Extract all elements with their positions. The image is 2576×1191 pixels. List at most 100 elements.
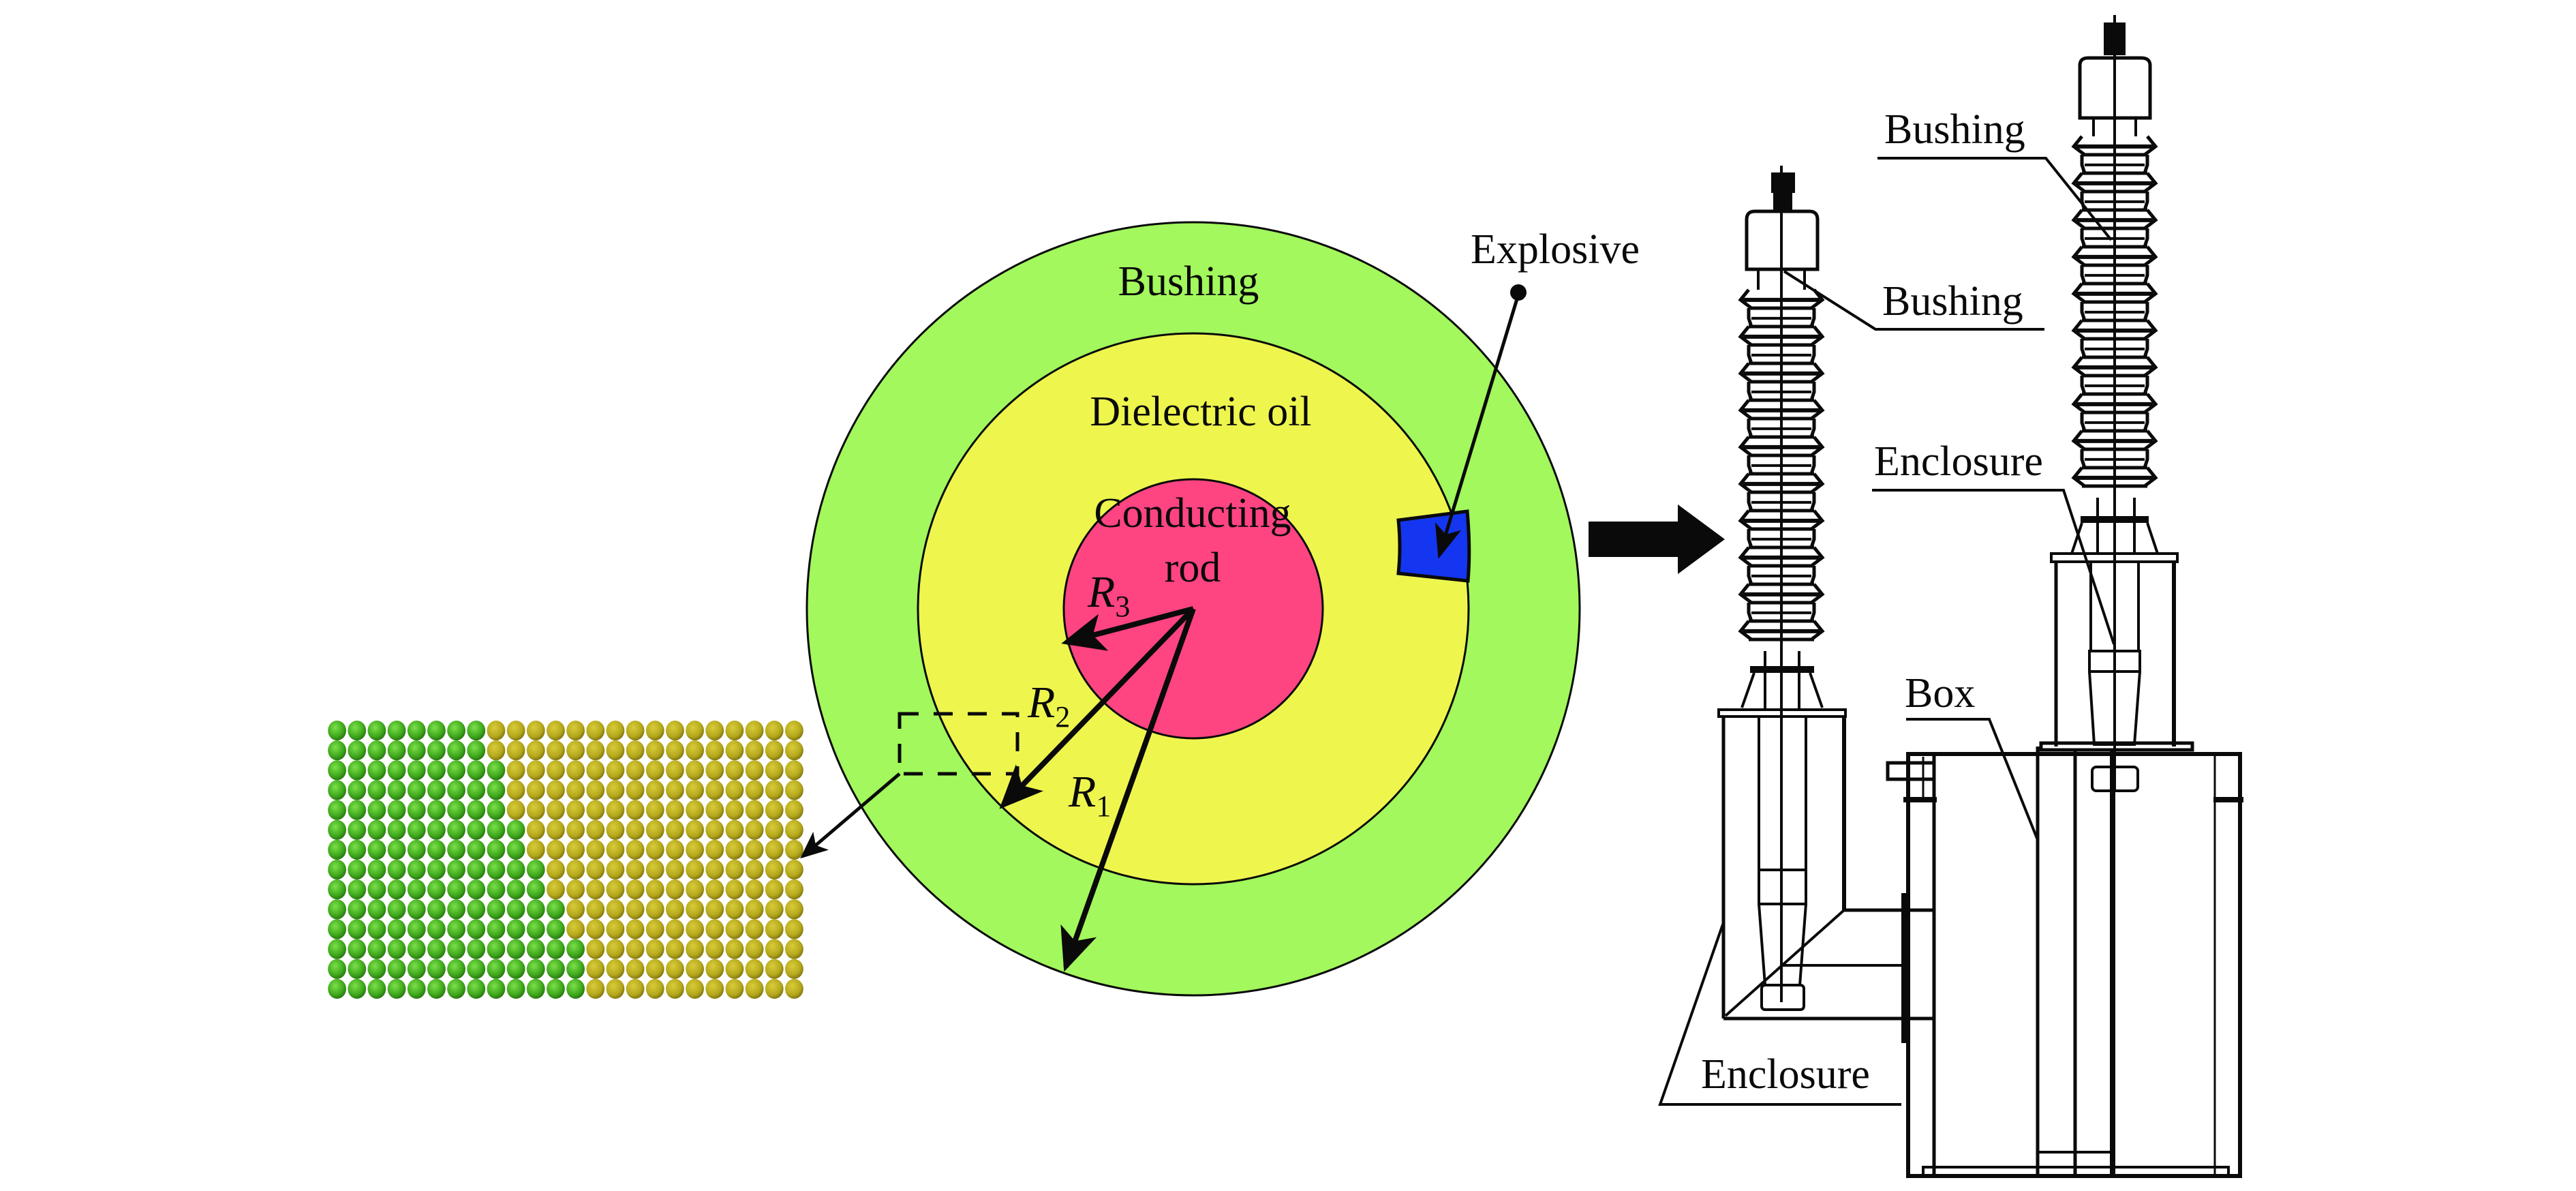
particle-oil: [686, 899, 704, 920]
particle-bushing: [348, 721, 367, 741]
shed: [1738, 362, 1825, 383]
particle-oil: [606, 800, 625, 820]
particle-oil: [566, 740, 585, 761]
particle-bushing: [348, 860, 367, 880]
particle-bushing: [427, 819, 446, 840]
particle-oil: [566, 819, 585, 840]
shed: [2071, 429, 2158, 451]
particle-oil: [666, 959, 684, 979]
particle-oil: [606, 839, 625, 860]
particle-oil: [566, 760, 585, 781]
particle-bushing: [348, 959, 367, 979]
particle-oil: [725, 978, 744, 999]
particle-oil: [606, 879, 625, 900]
particle-oil: [765, 978, 784, 999]
particle-bushing: [467, 919, 486, 939]
particle-oil: [785, 939, 803, 959]
particle-oil: [725, 839, 744, 860]
particle-bushing: [367, 839, 386, 860]
particle-oil: [725, 819, 744, 840]
particle-bushing: [467, 978, 486, 999]
particle-oil: [686, 760, 704, 781]
particle-bushing: [348, 760, 367, 781]
particle-oil: [745, 899, 764, 920]
particle-bushing: [526, 919, 545, 939]
particle-bushing: [447, 760, 465, 781]
particle-oil: [506, 780, 525, 800]
particle-oil: [705, 879, 724, 900]
particle-bushing: [467, 899, 486, 920]
particle-bushing: [447, 800, 465, 820]
particle-bushing: [427, 839, 446, 860]
shed: [1738, 583, 1825, 604]
particle-bushing: [506, 939, 525, 959]
zoom-region-box: [898, 712, 1019, 776]
explosive-block: [1396, 509, 1471, 583]
particle-oil: [586, 740, 605, 761]
particle-oil: [586, 860, 605, 880]
particle-bushing: [387, 839, 406, 860]
particle-oil: [765, 740, 784, 761]
particle-oil: [626, 899, 645, 920]
particle-oil: [725, 939, 744, 959]
particle-oil: [765, 939, 784, 959]
particle-oil: [765, 879, 784, 900]
shed: [1747, 529, 1816, 548]
particle-bushing: [467, 800, 486, 820]
particle-oil: [487, 721, 506, 741]
shed: [2080, 449, 2149, 468]
leader-bushing-lower: [1783, 270, 2044, 331]
particle-oil: [626, 800, 645, 820]
particle-bushing: [367, 879, 386, 900]
particle-oil: [626, 819, 645, 840]
particle-bushing: [367, 939, 386, 959]
particle-bushing: [487, 839, 506, 860]
radius-r2-arrow: [999, 607, 1195, 809]
explosive-label: Explosive: [1471, 226, 1640, 273]
shed: [2071, 282, 2158, 303]
particle-oil: [745, 879, 764, 900]
particle-bushing: [566, 959, 585, 979]
particle-oil: [566, 780, 585, 800]
particle-oil: [645, 780, 664, 800]
particle-oil: [666, 780, 684, 800]
particle-bushing: [467, 860, 486, 880]
particle-bushing: [526, 899, 545, 920]
particle-oil: [645, 860, 664, 880]
particle-oil: [666, 860, 684, 880]
shed: [1738, 472, 1825, 494]
particle-oil: [745, 919, 764, 939]
particle-oil: [705, 899, 724, 920]
particle-oil: [645, 721, 664, 741]
particle-bushing: [407, 760, 426, 781]
particle-oil: [506, 760, 525, 781]
enclosure-label-upper: Enclosure: [1874, 438, 2043, 485]
particle-oil: [586, 721, 605, 741]
particle-bushing: [367, 800, 386, 820]
particle-bushing: [487, 899, 506, 920]
shed: [2080, 265, 2149, 284]
particle-bushing: [506, 839, 525, 860]
particle-oil: [745, 939, 764, 959]
particle-bushing: [467, 819, 486, 840]
particle-oil: [666, 740, 684, 761]
particle-bushing: [387, 800, 406, 820]
particle-bushing: [328, 760, 347, 781]
shed: [1747, 345, 1816, 364]
particle-oil: [686, 721, 704, 741]
shed: [2080, 155, 2149, 174]
particle-bushing: [407, 919, 426, 939]
particle-oil: [606, 899, 625, 920]
particle-oil: [686, 780, 704, 800]
particle-bushing: [407, 819, 426, 840]
particle-bushing: [467, 959, 486, 979]
particle-bushing: [407, 879, 426, 900]
particle-oil: [725, 780, 744, 800]
particle-oil: [645, 819, 664, 840]
particle-oil: [785, 899, 803, 920]
shed: [1747, 419, 1816, 438]
particle-bushing: [547, 919, 565, 939]
particle-bushing: [328, 939, 347, 959]
particle-bushing: [487, 860, 506, 880]
particle-bushing: [328, 800, 347, 820]
